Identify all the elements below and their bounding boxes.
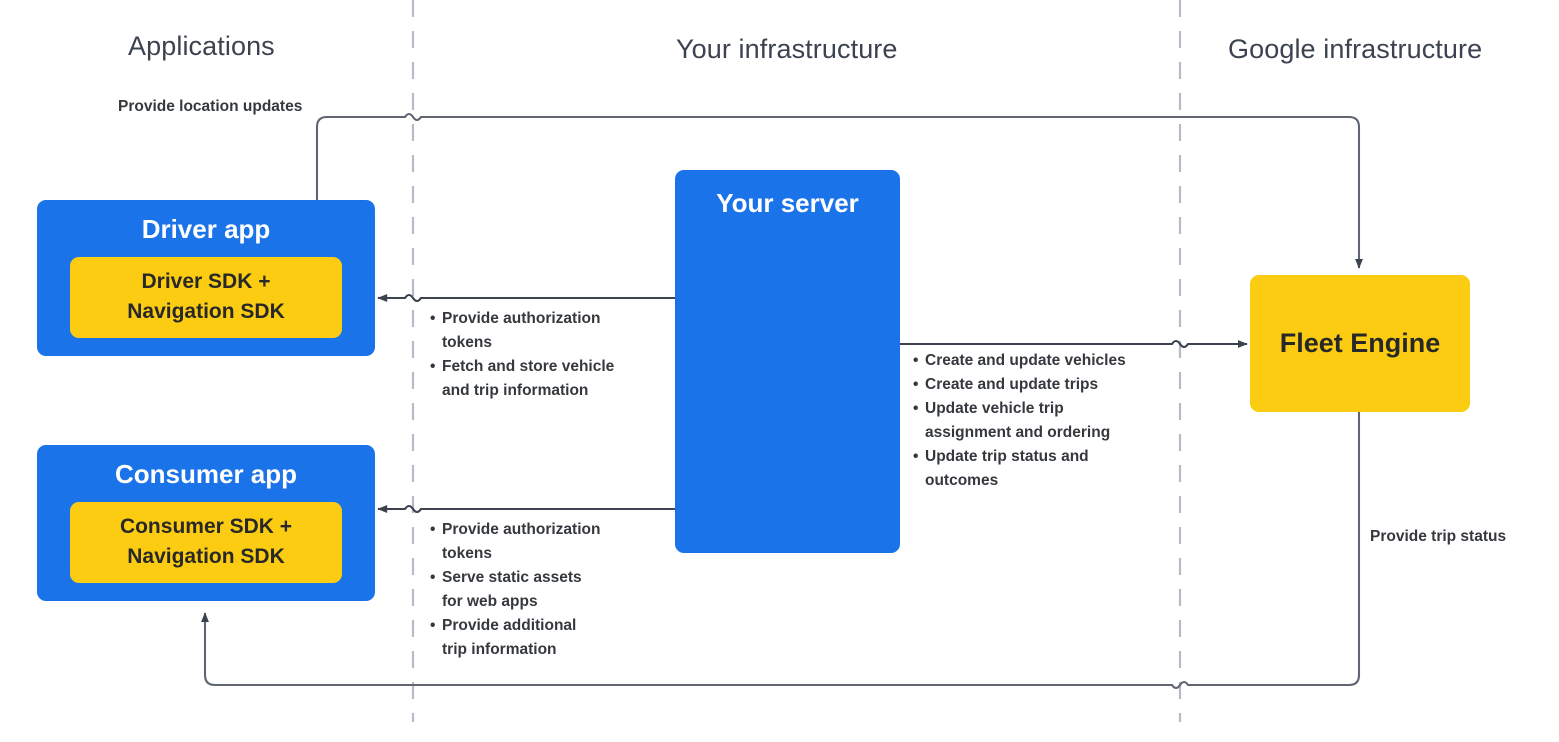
bullet-item: Provide authorization tokens <box>430 518 665 566</box>
edge-your-server-to-fleet-engine <box>900 339 1248 349</box>
node-driver-sdk[interactable]: Driver SDK + Navigation SDK <box>70 257 342 338</box>
bullet-item: Create and update vehicles <box>913 349 1173 373</box>
edge-fleet-engine-to-consumer-app <box>201 412 1361 690</box>
bullet-line: Create and update vehicles <box>925 352 1126 369</box>
bullet-line: Provide authorization <box>442 310 601 327</box>
bullet-line: Fetch and store vehicle <box>442 358 615 375</box>
bullet-line: for web apps <box>442 593 538 610</box>
bullet-item: Create and update trips <box>913 373 1173 397</box>
edge-label-provide-trip-status: Provide trip status <box>1370 528 1507 545</box>
node-consumer-app-label: Consumer app <box>114 459 298 489</box>
bullet-line: and trip information <box>442 382 589 399</box>
zone-title-google-infrastructure: Google infrastructure <box>1228 34 1483 64</box>
bullet-item: Update vehicle trip assignment and orderi… <box>913 397 1173 445</box>
bullet-line: outcomes <box>925 472 999 489</box>
edge-label-provide-location-updates: Provide location updates <box>118 98 303 115</box>
bullet-item: Serve static assets for web apps <box>430 566 665 614</box>
edge-bullets-your-server-to-fleet-engine: Create and update vehiclesCreate and upd… <box>913 349 1173 493</box>
node-consumer-sdk-label-line2: Navigation SDK <box>127 545 285 568</box>
node-driver-app[interactable]: Driver app Driver SDK + Navigation SDK <box>37 200 375 356</box>
node-consumer-sdk[interactable]: Consumer SDK + Navigation SDK <box>70 502 342 583</box>
node-your-server[interactable]: Your server <box>675 170 900 553</box>
edge-driver-to-fleet-engine <box>315 112 1363 269</box>
bullet-line: Provide additional <box>442 617 577 634</box>
zone-title-applications: Applications <box>128 31 275 61</box>
bullet-line: Provide authorization <box>442 521 601 538</box>
edge-bullets-consumer-app-to-your-server: Provide authorization tokensServe static … <box>430 518 665 662</box>
zone-title-your-infrastructure: Your infrastructure <box>676 34 898 64</box>
node-fleet-engine[interactable]: Fleet Engine <box>1250 275 1470 412</box>
node-consumer-sdk-label-line1: Consumer SDK + <box>119 515 293 538</box>
bullet-line: Update vehicle trip <box>925 400 1064 417</box>
node-your-server-label: Your server <box>716 188 859 218</box>
node-consumer-app[interactable]: Consumer app Consumer SDK + Navigation S… <box>37 445 375 601</box>
bullet-line: Create and update trips <box>925 376 1099 393</box>
bullet-item: Provide authorization tokens <box>430 307 665 355</box>
bullet-item: Fetch and store vehicle and trip informat… <box>430 355 665 403</box>
node-fleet-engine-label: Fleet Engine <box>1279 328 1441 358</box>
bullet-item: Update trip status and outcomes <box>913 445 1173 493</box>
bullet-line: trip information <box>442 641 557 658</box>
bullet-line: tokens <box>442 545 492 562</box>
edge-driver-app-to-your-server <box>377 293 898 303</box>
edge-consumer-app-to-your-server <box>377 504 898 514</box>
bullet-line: Update trip status and <box>925 448 1089 465</box>
node-driver-app-label: Driver app <box>141 214 271 244</box>
bullet-item: Provide additional trip information <box>430 614 665 662</box>
node-driver-sdk-label-line1: Driver SDK + <box>141 270 271 293</box>
zone-dividers <box>411 0 1182 722</box>
node-driver-sdk-label-line2: Navigation SDK <box>127 300 285 323</box>
bullet-line: Serve static assets <box>442 569 582 586</box>
edge-bullets-driver-app-to-your-server: Provide authorization tokensFetch and sto… <box>430 307 665 403</box>
bullet-line: assignment and ordering <box>925 424 1111 441</box>
bullet-line: tokens <box>442 334 492 351</box>
